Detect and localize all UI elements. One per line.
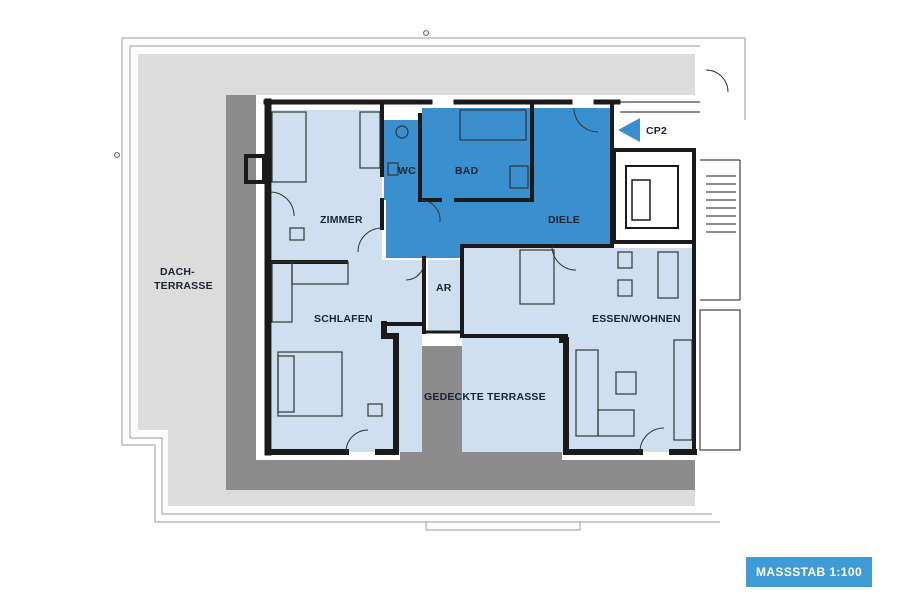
furniture	[271, 109, 693, 441]
dachterrasse-label-line2: TERRASSE	[154, 280, 213, 292]
schlafen-label: SCHLAFEN	[314, 313, 373, 325]
diele-label: DIELE	[548, 214, 580, 226]
stair-core	[612, 101, 741, 451]
ar-label: AR	[436, 282, 452, 294]
marker-dot	[423, 30, 429, 36]
diele-floor	[386, 108, 612, 258]
wc-floor	[384, 120, 420, 200]
ar-floor	[428, 260, 460, 332]
bad-label: BAD	[455, 165, 479, 177]
doors	[269, 69, 729, 453]
cp2-marker-shape	[618, 118, 640, 142]
scale-badge: MASSSTAB 1:100	[746, 557, 872, 587]
bad-floor	[422, 108, 532, 200]
outer-boundary	[121, 37, 746, 531]
dark-rooms	[384, 108, 640, 258]
wc-label: WC	[398, 165, 416, 177]
zimmer-label: ZIMMER	[320, 214, 363, 226]
zimmer-floor	[272, 110, 382, 260]
dachterrasse-label-line1: DACH-	[160, 266, 195, 278]
essen-wohnen-label: ESSEN/WOHNEN	[592, 313, 681, 325]
dachterrasse-floor	[138, 54, 695, 506]
gedeckte-terrasse-label: GEDECKTE TERRASSE	[424, 391, 546, 403]
cp2-label: CP2	[646, 125, 667, 137]
marker-dot	[114, 152, 120, 158]
